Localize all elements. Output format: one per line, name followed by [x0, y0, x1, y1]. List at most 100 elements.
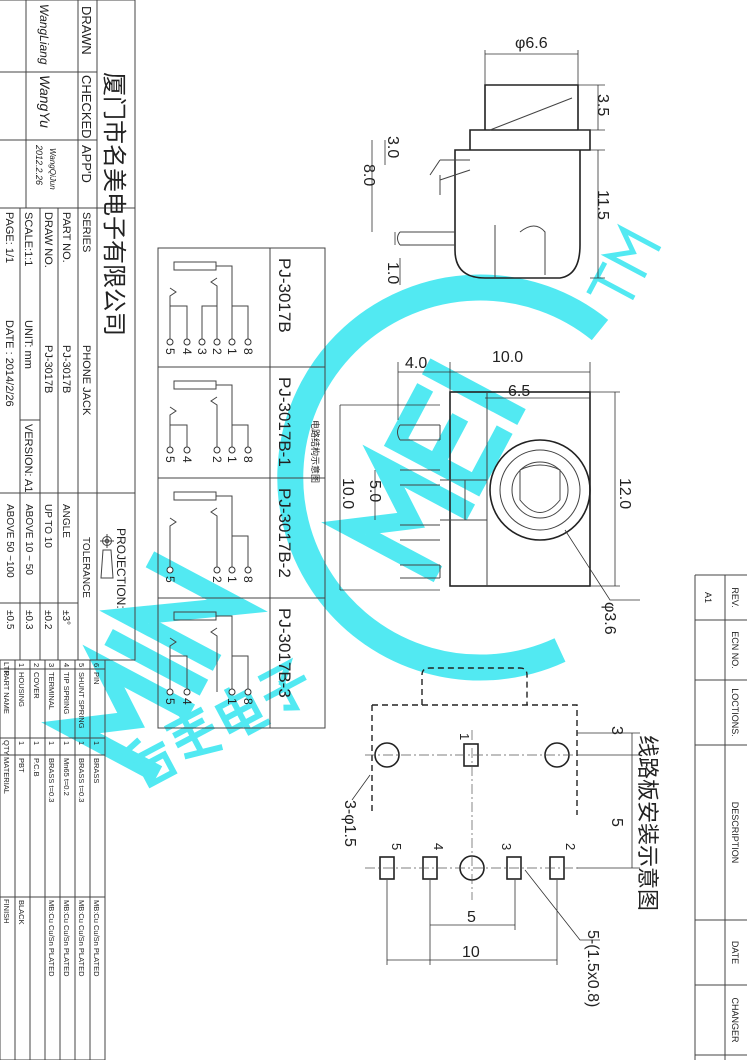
rev-header: REV. [730, 587, 740, 607]
bom-cell: 1 [17, 741, 26, 745]
tolerance-label: TOLERANCE [80, 537, 91, 598]
pin-terminal [244, 338, 252, 346]
bom-cell: 5 [77, 663, 86, 667]
front-view: 4.0 10.0 6.5 5.0 10.0 12.0 φ3.6 [339, 349, 640, 635]
tip-contact [210, 507, 218, 570]
bom-cell: COVER [32, 672, 41, 699]
pin-label: 5 [163, 456, 177, 463]
pin-terminal [228, 688, 236, 696]
dim-5-vertical: 5 [608, 818, 625, 827]
rev-header: DATE [730, 941, 740, 964]
bom-header: PART NAME [2, 671, 11, 714]
rev-header: LOCTIONS. [730, 688, 740, 737]
approved-label: APP'D [79, 145, 94, 183]
pcb-pin-label: 4 [431, 843, 446, 850]
dim-1-0: 1.0 [384, 262, 401, 284]
pin-terminal [183, 338, 191, 346]
dim-4-0: 4.0 [405, 355, 427, 372]
pin-label: 1 [225, 698, 239, 705]
bom-cell: MB:Cu Cu/Sn PLATED [92, 900, 101, 977]
pin-label: 8 [241, 698, 255, 705]
part-no-value: PJ-3017B [60, 345, 72, 393]
tolerance-range: ANGLE [60, 504, 71, 538]
dim-10-0-width: 10.0 [492, 349, 523, 366]
dim-pads: 5-(1.5x0.8) [584, 930, 601, 1007]
pin-label: 2 [210, 456, 224, 463]
pin-label: 5 [163, 348, 177, 355]
schematic-caption: 电路结构示意图 [310, 420, 321, 483]
pin-terminal [228, 446, 236, 454]
pin-terminal [166, 688, 174, 696]
pin-label: 1 [225, 576, 239, 583]
watermark-mei-letters [321, 358, 526, 583]
date: DATE : 2014/2/26 [3, 320, 15, 407]
pin-label: 8 [241, 576, 255, 583]
bom-cell: P.C.B [32, 758, 41, 777]
pin-terminal [213, 566, 221, 574]
draw-no-value: PJ-3017B [42, 345, 54, 393]
rev-header: CHANGER [730, 997, 740, 1043]
pin-terminal [228, 566, 236, 574]
bom-cell: BRASS t=0.3 [47, 758, 56, 802]
ring-contact [169, 406, 177, 450]
pin-label: 8 [241, 348, 255, 355]
page-number: PAGE: 1/1 [3, 212, 15, 263]
company-name: 厦门市名美电子有限公司 [100, 72, 127, 336]
pin-label: 4 [180, 348, 194, 355]
switch-contact [170, 655, 188, 692]
pin-terminal [244, 566, 252, 574]
approved-signature: WangQiJun [48, 148, 57, 190]
pin-label: 8 [241, 456, 255, 463]
revision-block: REV.ECN NO.LOCTIONS.DESCRIPTIONDATECHANG… [694, 574, 747, 1060]
tip-contact [210, 396, 218, 450]
unit: UNIT: mm [22, 320, 34, 369]
bom-cell: PIN [92, 672, 101, 685]
rev-header: DESCRIPTION [730, 802, 740, 864]
dim-dia-6-6: φ6.6 [515, 35, 548, 52]
schematic-title: PJ-3017B-3 [275, 608, 294, 698]
dim-10-0-height: 10.0 [339, 478, 356, 509]
bom-cell: PBT [17, 758, 26, 773]
watermark-tm-mark [586, 223, 662, 301]
bom-cell: MB:Cu Cu/Sn PLATED [47, 900, 56, 977]
bom-cell: HOUSING [17, 672, 26, 707]
tolerance-range: UP TO 10 [42, 504, 53, 548]
bom-cell: BRASS [92, 758, 101, 783]
pcb-pin-label: 3 [499, 843, 514, 850]
pin-label: 4 [180, 698, 194, 705]
plug-icon [173, 491, 217, 501]
pcb-layout: 3 5 3-φ1.5 5 10 5-(1.5x0.8) 1 5 4 3 2 线路… [341, 667, 660, 1007]
pin-terminal [213, 446, 221, 454]
tip-contact [210, 277, 218, 342]
dim-3-0: 3.0 [384, 136, 401, 158]
bom-cell: 1 [92, 741, 101, 745]
dim-11-5: 11.5 [594, 190, 611, 220]
dim-3: 3 [608, 726, 625, 735]
bom-cell: 1 [47, 741, 56, 745]
bom-cell: Mn65 t=0.2 [62, 758, 71, 796]
bom-cell: 4 [62, 663, 71, 667]
checked-signature: WangYu [37, 75, 53, 128]
sleeve-contact [216, 265, 249, 342]
watermark-min-letters [41, 551, 268, 783]
rev-value: A1 [703, 592, 713, 603]
schematic-title: PJ-3017B [275, 258, 294, 333]
dim-3-5: 3.5 [594, 94, 611, 116]
part-no-label: PART NO. [60, 212, 72, 263]
schematic-title: PJ-3017B-2 [275, 488, 294, 578]
pin-terminal [183, 446, 191, 454]
pin-label: 1 [225, 456, 239, 463]
bom-cell: MB:Cu Cu/Sn PLATED [62, 900, 71, 977]
bom-cell: TIP SPRING [62, 672, 71, 715]
dim-dia-3-6: φ3.6 [601, 602, 618, 635]
checked-label: CHECKED [79, 75, 94, 139]
switch-contact [201, 305, 217, 342]
pin-terminal [228, 338, 236, 346]
